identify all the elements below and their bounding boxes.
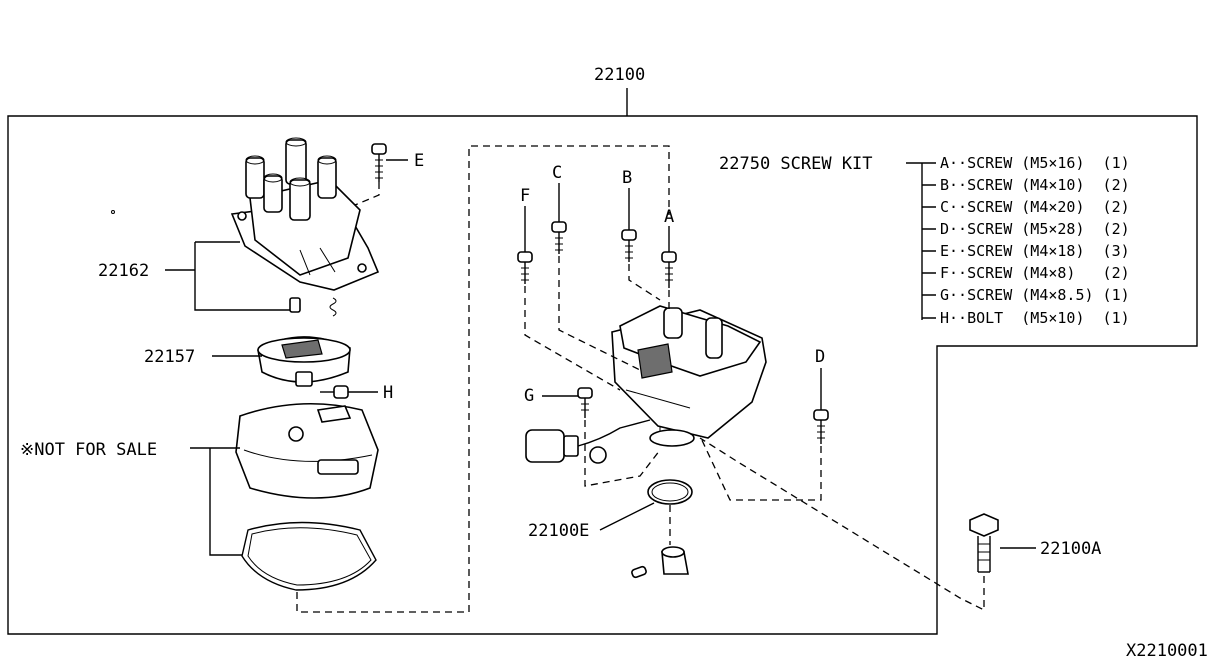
drive-coupling-drawing [631, 546, 689, 579]
screw-letter-a: A [664, 207, 674, 227]
screw-a-drawing [661, 251, 677, 312]
screw-e-drawing [354, 143, 387, 206]
screw-letter-h: H [383, 383, 393, 403]
o-ring-inner [651, 482, 689, 502]
diagram-id: X2210001 [1126, 641, 1208, 661]
screw-kit-item: H··BOLT (M5×10) (1) [940, 309, 1130, 327]
guide-22100a [699, 437, 985, 612]
part-label-22100E[interactable]: 22100E [528, 521, 589, 541]
sensor-connector-drawing [525, 419, 651, 464]
screw-letter-g: G [524, 386, 534, 406]
screw-letter-b: B [622, 168, 632, 188]
screw-kit-item: G··SCREW (M4×8.5) (1) [940, 286, 1130, 304]
screw-letter-f: F [520, 186, 530, 206]
screw-h-drawing [320, 385, 349, 399]
screw-f-drawing [517, 251, 621, 391]
part-label-22157[interactable]: 22157 [144, 347, 195, 367]
screw-kit-item: D··SCREW (M5×28) (2) [940, 220, 1130, 238]
screw-kit-item: A··SCREW (M5×16) (1) [940, 154, 1130, 172]
screw-kit-item: E··SCREW (M4×18) (3) [940, 242, 1130, 260]
screw-b-drawing [621, 229, 661, 301]
o-ring-drawing [647, 479, 693, 505]
part-label-22162[interactable]: 22162 [98, 261, 149, 281]
not-for-sale-note: ※NOT FOR SALE [20, 440, 157, 460]
bolt-22100a-drawing [969, 513, 999, 573]
screw-kit-tree [906, 162, 936, 320]
gasket-inner [247, 527, 372, 586]
distributor-body-drawing [611, 305, 767, 447]
screw-letter-c: C [552, 163, 562, 183]
assembly-number[interactable]: 22100 [594, 65, 645, 85]
assembly-frame [7, 115, 1198, 635]
screw-kit-item: C··SCREW (M4×20) (2) [940, 198, 1130, 216]
gasket-drawing [241, 521, 377, 591]
screw-c-drawing [551, 221, 641, 371]
screw-letter-e: E [414, 151, 424, 171]
cap-springs-drawing [289, 297, 337, 317]
leader-not-for-sale [190, 447, 242, 556]
rotor-drawing [257, 336, 351, 387]
screw-letter-d: D [815, 347, 825, 367]
part-label-22100A[interactable]: 22100A [1040, 539, 1101, 559]
screw-kit-title[interactable]: 22750 SCREW KIT [719, 154, 873, 174]
leader-22162 [165, 241, 290, 311]
leader-22100E [599, 502, 655, 531]
screw-kit-item: B··SCREW (M4×10) (2) [940, 176, 1130, 194]
screw-kit-item: F··SCREW (M4×8) (2) [940, 264, 1130, 282]
screw-g-drawing [577, 387, 661, 487]
cover-drawing [235, 402, 379, 499]
assembly-path-dash [296, 145, 670, 613]
distributor-cap-drawing [111, 137, 380, 291]
